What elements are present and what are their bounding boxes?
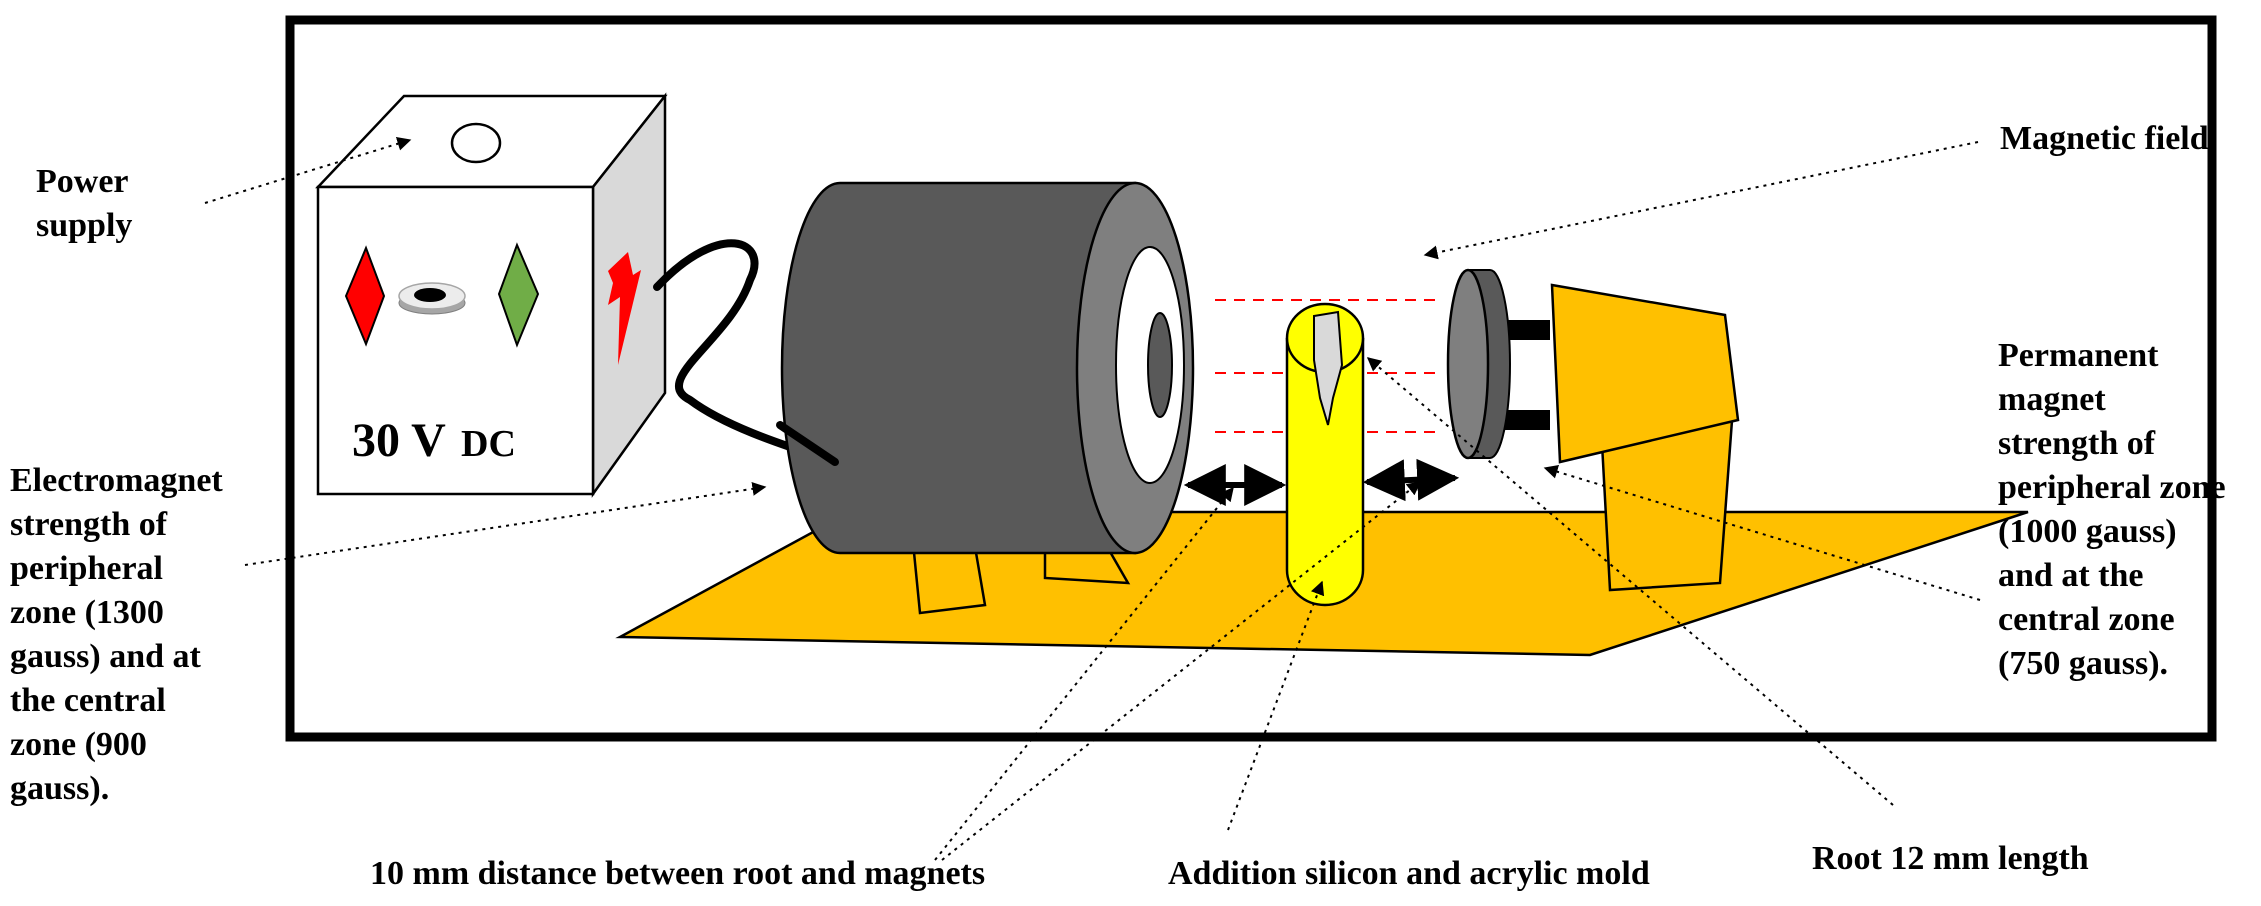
outer-frame xyxy=(285,15,2217,742)
mold-body xyxy=(1285,338,1365,607)
leader-permanent-magnet xyxy=(1543,464,1981,601)
permanent-magnet xyxy=(1446,268,1740,592)
leader-root xyxy=(1366,357,1894,806)
label-permanent-magnet: Permanent magnet strength of peripheral … xyxy=(1998,337,2226,682)
cable-end xyxy=(776,421,839,466)
red-diamond-icon xyxy=(344,245,386,347)
label-distance: 10 mm distance between root and magnets xyxy=(370,855,986,892)
leader-power-supply xyxy=(204,137,412,204)
power-supply-box: 30 V DC xyxy=(315,92,668,498)
electromagnet-core xyxy=(1147,312,1173,418)
magnet-disc-face xyxy=(1446,268,1490,460)
power-cable xyxy=(653,239,839,466)
leader-magnetic-field xyxy=(1423,141,1979,260)
label-mold: Addition silicon and acrylic mold xyxy=(1168,855,1650,892)
green-diamond-icon xyxy=(497,242,540,348)
magnet-holder xyxy=(1550,283,1740,464)
power-box-current-type: DC xyxy=(461,423,516,465)
power-switch-icon xyxy=(398,282,466,315)
label-magnetic-field: Magnetic field xyxy=(2000,120,2209,157)
label-root: Root 12 mm length xyxy=(1812,840,2089,877)
label-power-supply: Power supply xyxy=(36,163,133,244)
leader-lines xyxy=(204,137,1981,861)
label-electromagnet: Electromagnet strength of peripheral zon… xyxy=(10,462,223,807)
acrylic-mold xyxy=(1285,302,1365,607)
distance-arrow-right xyxy=(1362,458,1460,502)
magnet-rod-top xyxy=(1505,320,1550,340)
electromagnet xyxy=(780,181,1195,555)
power-box-voltage: 30 V xyxy=(352,414,446,467)
leader-electromagnet xyxy=(244,481,767,566)
tooth-root xyxy=(1313,310,1344,426)
leader-distance-right xyxy=(941,481,1422,861)
electromagnet-body xyxy=(780,181,1137,555)
magnet-rod-bottom xyxy=(1505,410,1550,430)
lightning-bolt-icon xyxy=(608,252,641,365)
box-top-knob xyxy=(450,122,502,164)
